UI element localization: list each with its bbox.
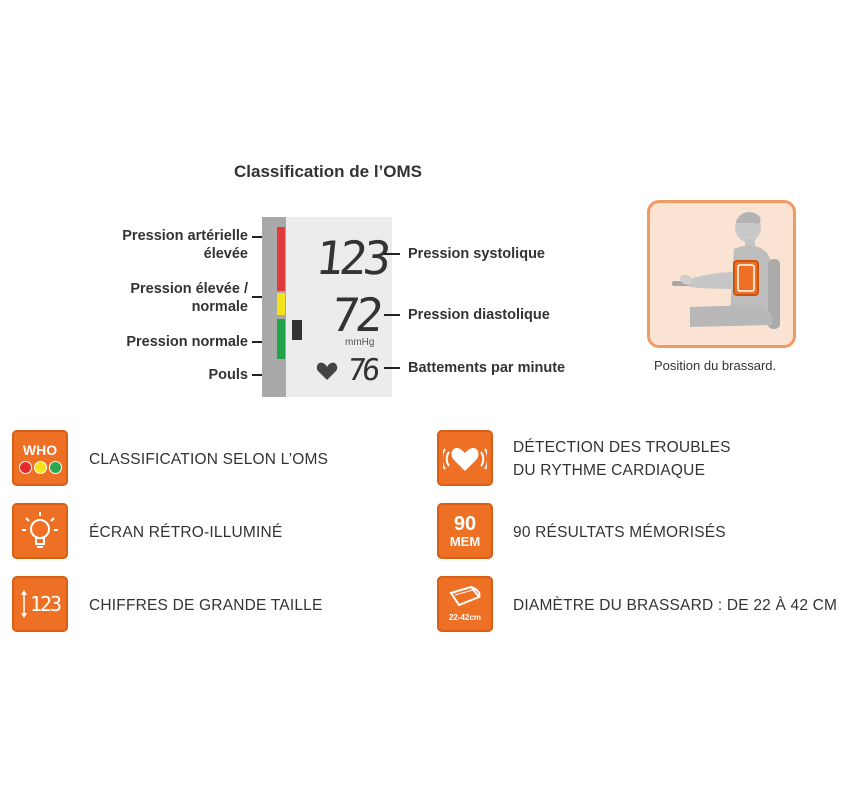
feature-who-text: CLASSIFICATION SELON L’OMS <box>89 451 329 468</box>
cuff-position-illustration <box>647 200 796 348</box>
large-digits-icon: 123 <box>12 576 68 632</box>
bulb-rays-icon <box>22 512 58 548</box>
memory-icon: 90 MEM <box>437 503 493 559</box>
who-red-segment <box>277 227 285 291</box>
label-elevated-line2: normale <box>191 299 248 315</box>
page-title: Classification de l’OMS <box>234 162 422 181</box>
lightbulb-icon <box>12 503 68 559</box>
tick-systolic <box>384 253 400 255</box>
label-pulse: Pouls <box>208 367 248 383</box>
seated-person-icon <box>672 212 780 329</box>
label-elevated-pressure: Pression élevée / normale <box>100 280 248 316</box>
label-high-pressure: Pression artérielle élevée <box>100 227 248 263</box>
yellow-dot <box>33 461 47 474</box>
indicator-marker <box>292 320 302 340</box>
diastolic-value: 72 <box>329 288 383 342</box>
label-high-line2: élevée <box>203 246 248 262</box>
who-yellow-segment <box>277 293 285 315</box>
feature-memory-text: 90 RÉSULTATS MÉMORISÉS <box>513 524 726 541</box>
cuff-size-label: 22-42cm <box>448 613 482 622</box>
monitor-display: 123 72 mmHg 76 <box>262 217 392 397</box>
cuff-icon: 22-42cm <box>437 576 493 632</box>
label-systolic: Pression systolique <box>408 246 545 262</box>
feature-digits-text: CHIFFRES DE GRANDE TAILLE <box>89 597 323 614</box>
memory-icon-label: MEM <box>449 533 481 549</box>
label-normal-pressure: Pression normale <box>126 334 248 350</box>
unit-label: mmHg <box>345 337 375 348</box>
label-elevated-line1: Pression élevée / <box>130 281 248 297</box>
feature-cuff-text: DIAMÈTRE DU BRASSARD : DE 22 À 42 CM <box>513 597 838 614</box>
label-diastolic: Pression diastolique <box>408 307 550 323</box>
red-dot <box>18 461 32 474</box>
label-bpm: Battements par minute <box>408 360 566 376</box>
feature-arrhythmia-text: DÉTECTION DES TROUBLES DU RYTHME CARDIAQ… <box>513 436 731 482</box>
systolic-value: 123 <box>313 231 390 285</box>
who-icon: WHO <box>12 430 68 486</box>
tick-diastolic <box>384 314 400 316</box>
pulse-value: 76 <box>346 353 378 388</box>
vertical-arrow-icon <box>20 590 27 618</box>
traffic-light-dots <box>18 461 62 474</box>
large-digits-graphic: 123 <box>20 589 62 619</box>
tick-pulse-right <box>384 367 400 369</box>
cuff-wrap-icon <box>449 585 481 607</box>
feature-arrhythmia-line1: DÉTECTION DES TROUBLES <box>513 439 731 456</box>
heart-icon <box>437 430 493 486</box>
cuff-caption: Position du brassard. <box>654 358 777 373</box>
green-dot <box>48 461 62 474</box>
label-high-line1: Pression artérielle <box>122 228 248 244</box>
large-digits-text: 123 <box>29 592 62 616</box>
heart-waves-icon <box>443 447 487 471</box>
memory-icon-number: 90 <box>453 512 477 535</box>
who-icon-text: WHO <box>22 442 58 458</box>
feature-arrhythmia-line2: DU RYTHME CARDIAQUE <box>513 462 706 479</box>
feature-backlit-text: ÉCRAN RÉTRO-ILLUMINÉ <box>89 524 283 541</box>
who-green-segment <box>277 319 285 359</box>
heart-icon <box>316 361 338 386</box>
